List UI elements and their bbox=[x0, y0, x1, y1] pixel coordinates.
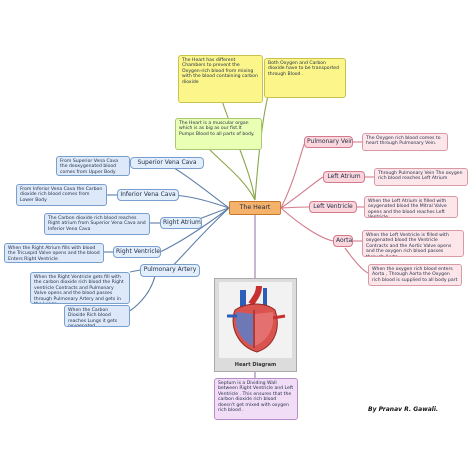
topic-right-atrium[interactable]: Right Atrium bbox=[160, 217, 202, 229]
heart-diagram-caption: Heart Diagram bbox=[234, 362, 277, 368]
topic-pulmonary-artery[interactable]: Pulmonary Artery bbox=[140, 264, 200, 277]
left-atrium-note[interactable]: Through Pulmonary Vein The oxygen rich b… bbox=[374, 168, 468, 186]
inferior-vena-cava-note[interactable]: From Inferior Vena Cava the Carbon dioxi… bbox=[16, 184, 107, 206]
muscular-note[interactable]: The Heart is a muscular organ which is a… bbox=[175, 118, 262, 150]
right-atrium-note[interactable]: The Carbon dioxide rich blood reaches Ri… bbox=[44, 213, 150, 235]
left-ventricle-note[interactable]: When the Left Atrium is filled with oxyg… bbox=[364, 196, 458, 218]
aorta-supply-note[interactable]: When the oxygen rich blood enters Aorta … bbox=[368, 264, 462, 286]
topic-superior-vena-cava[interactable]: Superior Vena Cava bbox=[130, 157, 204, 169]
topic-pulmonary-vein[interactable]: Pulmonary Vein bbox=[304, 136, 353, 148]
author-credit: By Pranav R. Gawali. bbox=[368, 406, 439, 413]
topic-left-atrium[interactable]: Left Atrium bbox=[323, 171, 365, 183]
heart-illustration bbox=[219, 282, 292, 358]
aorta-note[interactable]: When the Left Ventricle is filled with o… bbox=[362, 230, 464, 257]
topic-left-ventricle[interactable]: Left Ventricle bbox=[309, 201, 357, 213]
lungs-oxygenation-note[interactable]: When the Carbon Dioxide Rich blood reach… bbox=[64, 305, 130, 327]
topic-inferior-vena-cava[interactable]: Inferior Vena Cava bbox=[117, 189, 179, 201]
right-ventricle-note[interactable]: When the Right Atrium fills with blood t… bbox=[4, 243, 104, 263]
chambers-note[interactable]: The Heart has different Chambers to prev… bbox=[178, 55, 263, 103]
central-topic[interactable]: The Heart bbox=[229, 201, 281, 215]
pulmonary-vein-note[interactable]: The Oxygen rich blood comes to heart thr… bbox=[362, 133, 448, 151]
transport-note[interactable]: Both Oxygen and Carbon dioxide have to b… bbox=[264, 58, 346, 98]
topic-right-ventricle[interactable]: Right Ventricle bbox=[113, 246, 161, 258]
topic-aorta[interactable]: Aorta bbox=[333, 235, 353, 247]
heart-diagram-image[interactable]: Heart Diagram bbox=[214, 278, 297, 372]
septum-note[interactable]: Septum is a Dividing Wall between Right … bbox=[214, 378, 298, 420]
pulmonary-artery-note[interactable]: When the Right Ventricle gets fill with … bbox=[30, 272, 130, 304]
superior-vena-cava-note[interactable]: From Superior Vena Cava the deoxygenated… bbox=[56, 156, 130, 176]
